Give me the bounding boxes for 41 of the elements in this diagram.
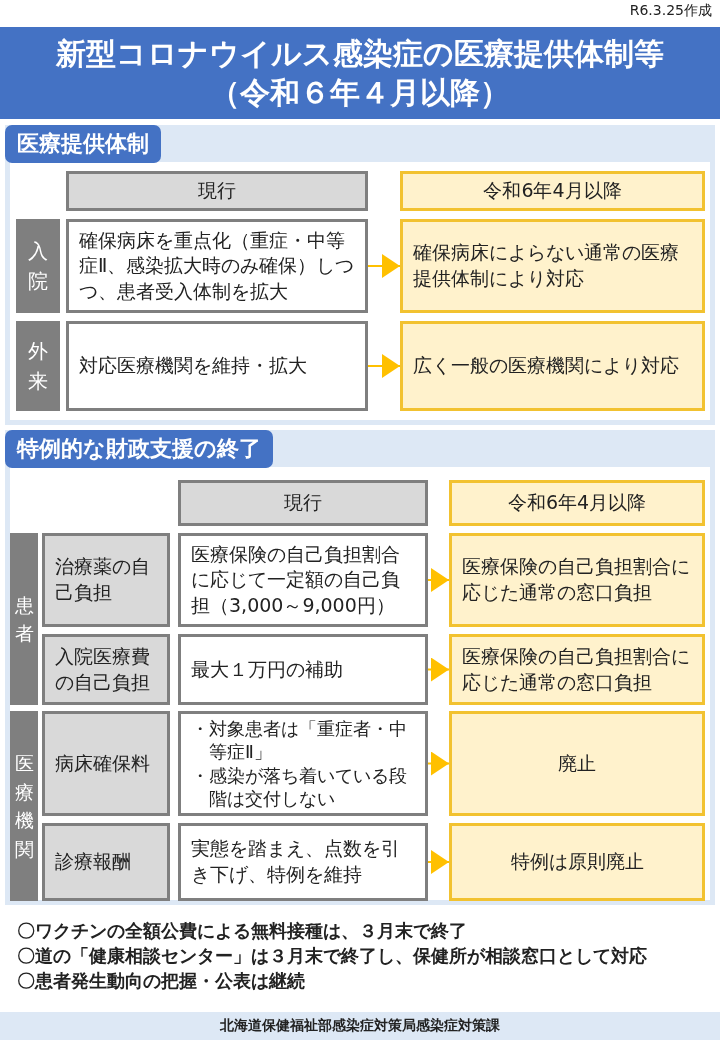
arrow <box>367 254 401 278</box>
arrow <box>367 354 401 378</box>
section-tab: 特例的な財政支援の終了 <box>5 430 273 468</box>
note-text: 〇患者発生動向の把握・公表は継続 <box>17 969 306 994</box>
row-header: 病床確保料 <box>42 711 170 816</box>
current-measure-box: 確保病床を重点化（重症・中等症Ⅱ、感染拡大時のみ確保）しつつ、患者受入体制を拡大 <box>66 219 368 313</box>
section-panel <box>5 125 715 425</box>
current-measure-box: 最大１万円の補助 <box>178 634 428 705</box>
arrow <box>427 657 450 682</box>
title-banner: 新型コロナウイルス感染症の医療提供体制等（令和６年４月以降） <box>0 27 720 119</box>
current-measure-box: 医療保険の自己負担割合に応じて一定額の自己負担（3,000～9,000円） <box>178 533 428 627</box>
row-category-bar: 医療機関 <box>10 711 38 901</box>
section-tab: 医療提供体制 <box>5 125 161 163</box>
date-note: R6.3.25作成 <box>629 2 712 20</box>
column-header: 現行 <box>66 171 368 211</box>
new-measure-box: 広く一般の医療機関により対応 <box>400 321 705 411</box>
arrow <box>427 568 450 592</box>
new-measure-box: 確保病床によらない通常の医療提供体制により対応 <box>400 219 705 313</box>
row-header: 治療薬の自己負担 <box>42 533 170 627</box>
new-measure-box: 廃止 <box>449 711 705 816</box>
column-header: 現行 <box>178 480 428 526</box>
new-measure-box: 医療保険の自己負担割合に応じた通常の窓口負担 <box>449 634 705 705</box>
column-header: 令和6年4月以降 <box>449 480 705 526</box>
row-header: 診療報酬 <box>42 823 170 901</box>
section-panel <box>5 430 715 905</box>
bullet-text: ・対象患者は「重症者・中等症Ⅱ」 <box>191 716 408 764</box>
row-category-bar: 外来 <box>16 321 60 411</box>
note-text: 〇道の「健康相談センター」は３月末で終了し、保健所が相談窓口として対応 <box>17 944 648 969</box>
arrow <box>427 850 450 874</box>
row-category-bar: 入院 <box>16 219 60 313</box>
new-measure-box: 特例は原則廃止 <box>449 823 705 901</box>
row-header: 入院医療費の自己負担 <box>42 634 170 705</box>
column-header: 令和6年4月以降 <box>400 171 705 211</box>
row-category-bar: 患者 <box>10 533 38 705</box>
arrow <box>427 751 450 776</box>
note-text: 〇ワクチンの全額公費による無料接種は、３月末で終了 <box>17 919 468 943</box>
new-measure-box: 医療保険の自己負担割合に応じた通常の窓口負担 <box>449 533 705 627</box>
current-measure-box: 実態を踏まえ、点数を引き下げ、特例を維持 <box>178 823 428 901</box>
current-measure-box <box>178 711 428 816</box>
bullet-text: ・感染が落ち着いている段階は交付しない <box>191 763 408 811</box>
current-measure-box: 対応医療機関を維持・拡大 <box>66 321 368 411</box>
